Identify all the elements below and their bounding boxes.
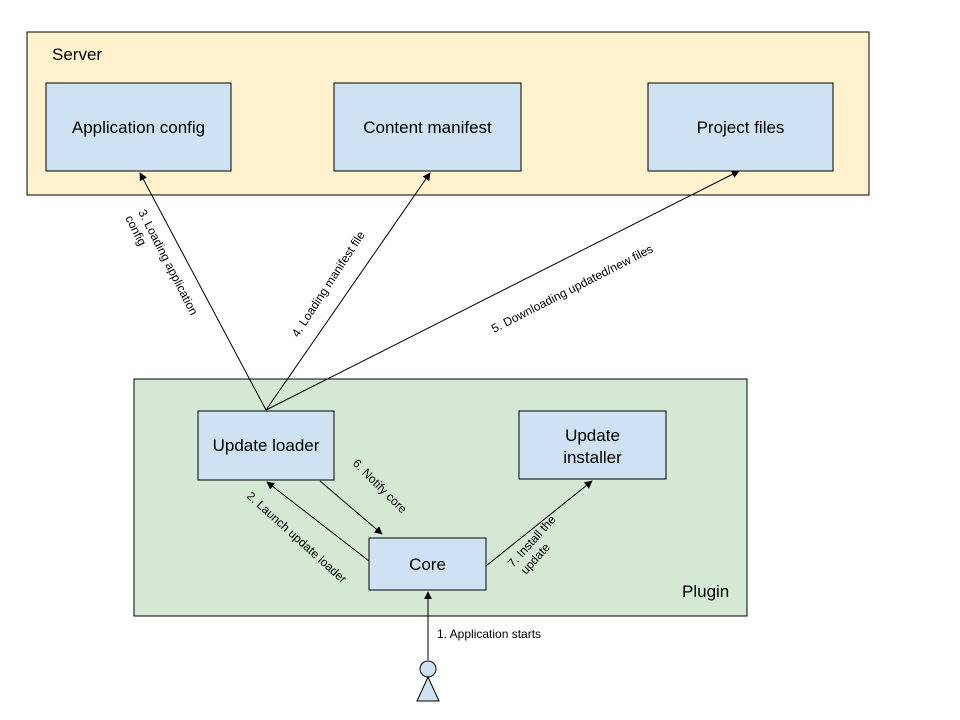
update-loader-label: Update loader [213,436,320,455]
content-manifest-box[interactable] [333,82,522,172]
edge-install-update [485,480,593,567]
update-installer-label-line1: Update [565,426,620,445]
person-icon [416,660,440,702]
plugin-group: Plugin Update loader Update installer Co… [133,378,748,617]
edge-notify-core [319,480,383,535]
application-config-box[interactable] [45,82,232,172]
edge-loading-application-config [139,172,267,411]
update-loader-box[interactable] [197,410,335,481]
project-files-box[interactable] [647,82,834,172]
update-installer-box[interactable] [518,410,667,480]
core-label: Core [409,555,446,574]
core-box[interactable] [368,537,487,591]
server-label: Server [52,45,102,64]
edge-label-loading-manifest-file: 4. Loading manifest file [289,228,368,339]
edges [139,170,740,660]
application-config-label: Application config [72,118,205,137]
plugin-label: Plugin [682,582,729,601]
edge-label-application-starts: 1. Application starts [437,627,541,641]
server-group: Server Application config Content manife… [26,31,870,196]
edge-launch-update-loader [266,481,370,562]
content-manifest-label: Content manifest [363,118,492,137]
edge-loading-manifest-file [265,172,431,411]
update-installer-label-line2: installer [563,448,622,467]
edge-downloading-files [265,170,740,411]
project-files-label: Project files [697,118,785,137]
edge-label-loading-application-config-line1: 3. Loading application [135,207,200,317]
